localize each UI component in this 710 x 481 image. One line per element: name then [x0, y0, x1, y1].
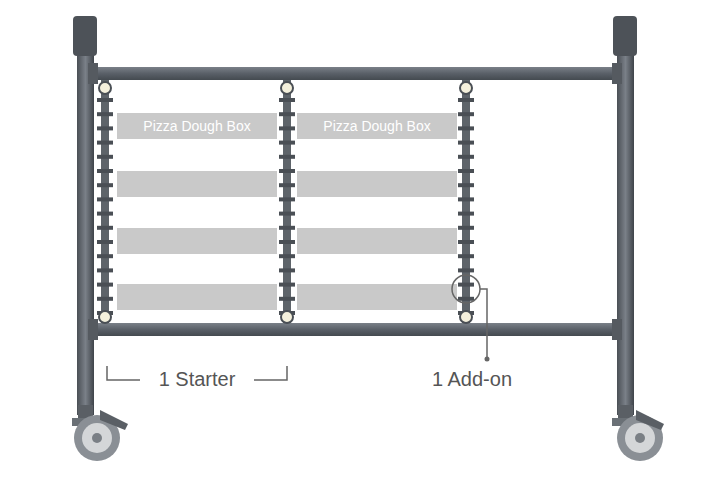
dough-box: Pizza Dough Box	[117, 113, 277, 139]
cart-rect	[97, 254, 113, 258]
cart-g	[97, 80, 474, 323]
cart-rect	[458, 254, 474, 258]
cart-g	[72, 405, 664, 461]
callout-label: 1 Starter	[156, 368, 239, 391]
cart-rect	[618, 405, 633, 419]
cart-rect	[117, 171, 277, 197]
cart-circle	[460, 82, 472, 94]
cart-rect	[97, 155, 113, 159]
cart-rect	[279, 183, 295, 187]
cart-rect	[458, 240, 474, 244]
cart-rect	[279, 226, 295, 230]
cart-rect	[297, 171, 457, 197]
cart-rect	[279, 212, 295, 216]
cart-rect	[279, 197, 295, 201]
cart-rect	[97, 126, 113, 130]
cart-rect	[97, 98, 113, 102]
dough-box: Pizza Dough Box	[297, 113, 457, 139]
cart-rect	[458, 183, 474, 187]
cart-rect	[458, 112, 474, 116]
cart-rect	[297, 284, 457, 310]
cart-circle	[99, 311, 111, 323]
callout-label: 1 Add-on	[429, 368, 515, 391]
cart-rect	[97, 226, 113, 230]
cart-rect	[458, 212, 474, 216]
cart-rect	[279, 98, 295, 102]
cart-rect	[97, 240, 113, 244]
cart-rect	[279, 240, 295, 244]
cart-rect	[458, 155, 474, 159]
cart-rect	[279, 283, 295, 287]
cart-rect	[458, 226, 474, 230]
cart-rect	[279, 112, 295, 116]
cart-path	[480, 289, 487, 357]
cart-rect	[94, 323, 617, 336]
box-label: Pizza Dough Box	[143, 118, 250, 134]
cart-rect	[612, 63, 622, 84]
cart-rect	[97, 268, 113, 272]
cart-rect	[458, 169, 474, 173]
cart-rect	[97, 141, 113, 145]
cart-rect	[612, 319, 622, 340]
cart-rect	[458, 297, 474, 301]
cart-rect	[279, 141, 295, 145]
cart-rect	[97, 169, 113, 173]
cart-circle	[460, 311, 472, 323]
cart-rect	[279, 268, 295, 272]
cart-rect	[279, 297, 295, 301]
cart-rect	[458, 197, 474, 201]
cart-g	[117, 171, 457, 310]
cart-rect	[77, 30, 94, 415]
cart-rect	[117, 228, 277, 254]
cart-rect	[88, 319, 98, 340]
cart-path	[254, 366, 287, 380]
cart-rect	[617, 30, 634, 415]
cart-path	[100, 410, 128, 430]
cart-circle	[99, 82, 111, 94]
cart-rect	[97, 112, 113, 116]
cart-rect	[458, 98, 474, 102]
cart-circle	[281, 82, 293, 94]
cart-circle	[625, 423, 655, 453]
cart-rect	[97, 283, 113, 287]
cart-rect	[97, 212, 113, 216]
cart-rect	[73, 16, 97, 56]
cart-circle	[281, 311, 293, 323]
cart-rect	[458, 141, 474, 145]
cart-circle	[485, 357, 490, 362]
cart-rect	[458, 283, 474, 287]
cart-circle	[92, 433, 102, 443]
cart-rect	[94, 67, 617, 80]
cart-rect	[458, 126, 474, 130]
cart-path	[636, 410, 664, 430]
cart-rect	[97, 197, 113, 201]
cart-rect	[458, 268, 474, 272]
cart-rect	[97, 297, 113, 301]
cart-circle	[82, 423, 112, 453]
cart-rect	[97, 183, 113, 187]
cart-rect	[297, 228, 457, 254]
cart-rect	[117, 284, 277, 310]
cart-rect	[279, 126, 295, 130]
cart-circle	[635, 433, 645, 443]
cart-rect	[279, 254, 295, 258]
box-label: Pizza Dough Box	[323, 118, 430, 134]
cart-circle	[452, 275, 480, 303]
cart-path	[107, 366, 140, 380]
cart-rect	[279, 169, 295, 173]
cart-rect	[613, 16, 637, 56]
cart-rect	[279, 155, 295, 159]
cart-rect	[88, 63, 98, 84]
